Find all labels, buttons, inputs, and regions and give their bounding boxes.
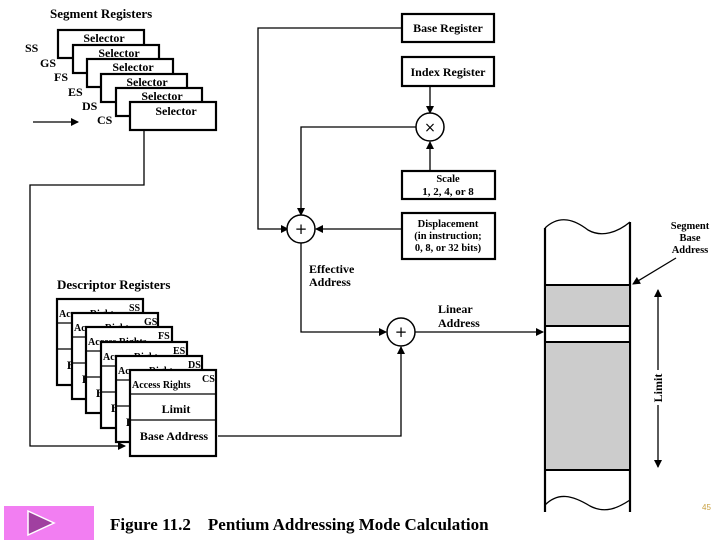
segment-register-name: GS (40, 56, 56, 70)
scale-values: 1, 2, 4, or 8 (422, 186, 474, 198)
descriptor-register-name: SS (129, 303, 141, 314)
descriptor-register-name: ES (173, 346, 186, 357)
segment-register-name: DS (82, 99, 98, 113)
access-rights-label: Access Rights (132, 380, 191, 391)
displacement-label: Displacement (418, 219, 479, 230)
base-address-to-adder-line (218, 346, 405, 437)
descriptor-register-name: FS (158, 331, 170, 342)
descriptor-register-name: GS (144, 317, 158, 328)
base-address-field-label: Base Address (140, 429, 208, 443)
index-register-box (400, 55, 496, 88)
displacement-detail-2: 0, 8, or 32 bits) (415, 243, 482, 254)
base-register-box (400, 12, 496, 44)
selector-label: Selector (98, 46, 140, 60)
segment-register-name: SS (25, 41, 39, 55)
selector-label: Selector (83, 31, 125, 45)
selector-label: Selector (155, 104, 197, 118)
selector-label: Selector (126, 75, 168, 89)
multiply-symbol: × (424, 120, 436, 136)
descriptor-registers-title: Descriptor Registers (57, 277, 170, 292)
base-register-line (257, 27, 402, 233)
selector-label: Selector (112, 60, 154, 74)
segment-base-address-label-2: Base (680, 233, 701, 244)
descriptor-register-name: CS (202, 374, 215, 385)
segment-register-name: ES (68, 85, 83, 99)
limit-field-label: Limit (162, 402, 191, 416)
displacement-box (400, 211, 497, 261)
next-slide-button[interactable] (4, 506, 94, 540)
segment-base-pointer-arrow (632, 257, 677, 285)
adder2-plus-symbol: + (395, 323, 408, 341)
play-arrow-icon (27, 509, 56, 537)
effective-address-label-2: Address (309, 275, 351, 289)
segment-base-address-label-1: Segment (671, 221, 710, 232)
descriptor-register-name: DS (188, 360, 201, 371)
base-register-label: Base Register (413, 21, 483, 35)
figure-caption: Figure 11.2 Pentium Addressing Mode Calc… (110, 515, 489, 534)
selector-label: Selector (141, 89, 183, 103)
segment-register-name: FS (54, 70, 68, 84)
linear-address-label-1: Linear (438, 302, 473, 316)
segment-registers-title: Segment Registers (50, 6, 152, 21)
segment-base-address-label-3: Address (672, 245, 709, 256)
memory-segment (543, 219, 632, 513)
effective-address-line (300, 243, 387, 336)
displacement-detail-1: (in instruction; (414, 231, 481, 242)
effective-address-label-1: Effective (309, 262, 355, 276)
scale-label: Scale (436, 174, 460, 185)
scale-box (400, 169, 497, 201)
index-register-label: Index Register (411, 65, 487, 79)
multiply-to-adder-line (297, 126, 416, 216)
segment-region-lower (544, 341, 631, 471)
linear-address-label-2: Address (438, 316, 480, 330)
adder-plus-symbol: + (295, 220, 308, 238)
selector-to-descriptor-line (29, 130, 145, 450)
limit-label: Limit (651, 374, 665, 403)
page-number: 45 (702, 503, 711, 512)
segment-register-name: CS (97, 113, 113, 127)
segment-region-upper (544, 284, 631, 327)
